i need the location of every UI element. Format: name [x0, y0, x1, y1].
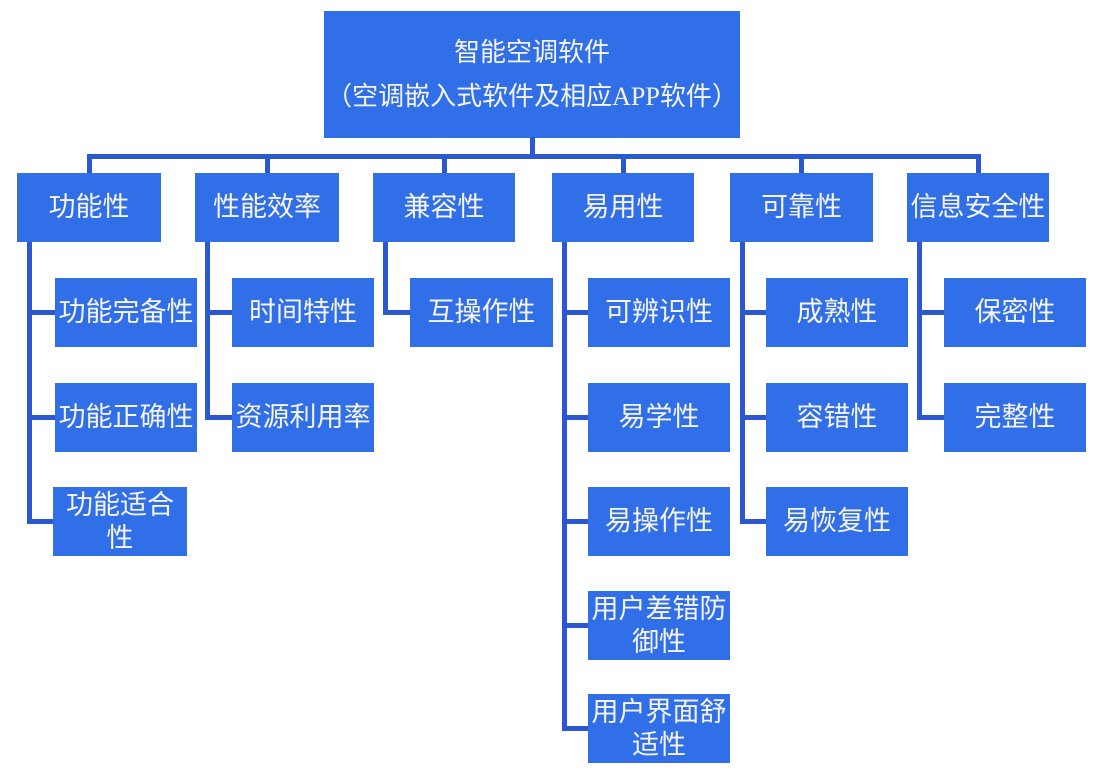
branch-node-compatibility: 兼容性	[373, 173, 515, 242]
root-node-title-line2: （空调嵌入式软件及相应APP软件）	[326, 81, 738, 111]
leaf-node-interoperability: 互操作性	[410, 278, 553, 347]
connector-leaf-stub	[740, 310, 766, 315]
leaf-node-recoverability: 易恢复性	[766, 487, 908, 556]
branch-node-performance-efficiency: 性能效率	[195, 173, 339, 242]
leaf-node-recognizability: 可辨识性	[588, 278, 730, 347]
connector-leaf-stub	[562, 623, 588, 628]
leaf-node-fault-tolerance: 容错性	[766, 383, 908, 452]
connector-leaf-stub	[27, 415, 55, 420]
connector-leaf-stub	[740, 415, 766, 420]
leaf-node-learnability: 易学性	[588, 383, 730, 452]
leaf-node-maturity: 成熟性	[766, 278, 908, 347]
branch-node-information-security: 信息安全性	[907, 173, 1049, 242]
connector-leaf-stub	[562, 310, 588, 315]
leaf-node-functional-correctness: 功能正确性	[55, 383, 197, 452]
connector-stub-functionality	[87, 154, 92, 174]
leaf-node-time-behaviour: 时间特性	[232, 278, 374, 347]
connector-drop-security	[917, 242, 922, 420]
connector-stub-compatibility	[442, 154, 447, 174]
connector-leaf-stub	[27, 310, 55, 315]
root-node-title-line1: 智能空调软件	[453, 37, 610, 67]
branch-node-reliability: 可靠性	[730, 173, 873, 242]
connector-leaf-stub	[917, 310, 944, 315]
connector-stub-reliability	[799, 154, 804, 174]
connector-stub-performance	[265, 154, 270, 174]
connector-leaf-stub	[27, 519, 53, 524]
leaf-node-ui-comfort: 用户界面舒适性	[588, 694, 730, 763]
connector-drop-usability	[562, 242, 567, 731]
connector-leaf-stub	[562, 415, 588, 420]
connector-leaf-stub	[562, 726, 588, 731]
leaf-node-functional-completeness: 功能完备性	[55, 278, 197, 347]
connector-drop-functionality	[27, 242, 32, 524]
connector-leaf-stub	[917, 415, 944, 420]
branch-node-functionality: 功能性	[17, 173, 161, 242]
connector-top-rail	[87, 154, 981, 159]
leaf-node-integrity: 完整性	[944, 383, 1086, 452]
connector-leaf-stub	[205, 415, 232, 420]
connector-drop-reliability	[740, 242, 745, 524]
connector-drop-compatibility	[383, 242, 388, 315]
connector-stub-security	[976, 154, 981, 174]
leaf-node-user-error-protection: 用户差错防御性	[588, 591, 730, 660]
connector-leaf-stub	[205, 310, 232, 315]
branch-node-usability: 易用性	[552, 173, 694, 242]
leaf-node-functional-appropriateness: 功能适合性	[53, 487, 187, 556]
leaf-node-resource-utilization: 资源利用率	[232, 383, 374, 452]
connector-leaf-stub	[383, 310, 410, 315]
leaf-node-confidentiality: 保密性	[944, 278, 1086, 347]
leaf-node-operability: 易操作性	[588, 487, 730, 556]
root-node: 智能空调软件 （空调嵌入式软件及相应APP软件）	[324, 11, 740, 138]
connector-drop-performance	[205, 242, 210, 420]
connector-leaf-stub	[562, 519, 588, 524]
connector-leaf-stub	[740, 519, 766, 524]
connector-root-stub	[530, 137, 535, 155]
connector-stub-usability	[621, 154, 626, 174]
